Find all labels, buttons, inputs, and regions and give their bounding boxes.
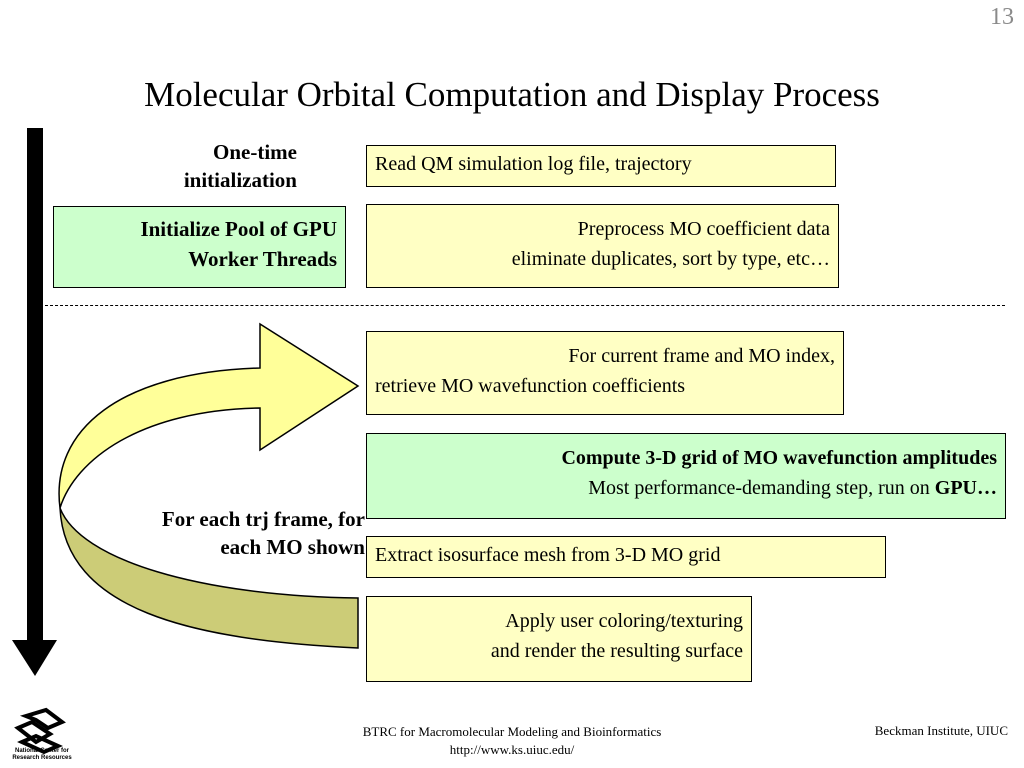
box-line: Read QM simulation log file, trajectory — [375, 153, 692, 175]
slide-title: Molecular Orbital Computation and Displa… — [144, 75, 880, 114]
footer-url[interactable]: http://www.ks.uiuc.edu/ — [449, 742, 575, 757]
read-log-file-box: Read QM simulation log file, trajectory — [366, 145, 836, 187]
box-line: Apply user coloring/texturing — [505, 610, 743, 632]
label-line: One-time — [213, 140, 297, 164]
label-line: each MO shown — [220, 535, 365, 559]
box-line: Compute 3-D grid of MO wavefunction ampl… — [561, 447, 997, 469]
label-line: initialization — [183, 168, 297, 192]
logo-text-line: Research Resources — [12, 755, 72, 761]
render-surface-box: Apply user coloring/texturing and render… — [366, 596, 752, 682]
box-line: Worker Threads — [188, 247, 337, 271]
timeline-down-arrow — [12, 128, 57, 676]
section-divider — [45, 305, 1005, 306]
box-line: Most performance-demanding step, run on … — [375, 473, 997, 503]
ncrr-logo-icon — [14, 707, 66, 755]
box-text: Most performance-demanding step, run on — [588, 477, 935, 499]
box-line: Preprocess MO coefficient data — [577, 218, 830, 240]
box-line: retrieve MO wavefunction coefficients — [375, 375, 686, 397]
extract-isosurface-box: Extract isosurface mesh from 3-D MO grid — [366, 536, 886, 578]
box-line: Extract isosurface mesh from 3-D MO grid — [375, 544, 721, 566]
initialize-gpu-pool-box: Initialize Pool of GPU Worker Threads — [53, 206, 346, 288]
loop-label: For each trj frame, for each MO shown — [60, 505, 365, 561]
box-line: and render the resulting surface — [490, 640, 743, 662]
retrieve-coefficients-box: For current frame and MO index, retrieve… — [366, 331, 844, 415]
one-time-initialization-label: One-time initialization — [90, 138, 297, 194]
footer-right: Beckman Institute, UIUC — [874, 723, 1008, 738]
compute-grid-box: Compute 3-D grid of MO wavefunction ampl… — [366, 433, 1006, 519]
box-line: eliminate duplicates, sort by type, etc… — [511, 248, 830, 270]
logo-text-line: National Center for — [14, 748, 69, 754]
footer-org: BTRC for Macromolecular Modeling and Bio… — [362, 724, 662, 739]
slide-number: 13 — [990, 4, 1014, 30]
box-line: For current frame and MO index, — [568, 345, 835, 367]
box-line: Initialize Pool of GPU — [140, 217, 337, 241]
label-line: For each trj frame, for — [161, 507, 365, 531]
footer-center: BTRC for Macromolecular Modeling and Bio… — [300, 723, 724, 759]
ncrr-logo-text: National Center for Research Resources — [4, 748, 80, 762]
gpu-emphasis: GPU… — [934, 477, 997, 499]
preprocess-coefficients-box: Preprocess MO coefficient data eliminate… — [366, 204, 839, 288]
loop-curved-arrow — [58, 322, 360, 649]
